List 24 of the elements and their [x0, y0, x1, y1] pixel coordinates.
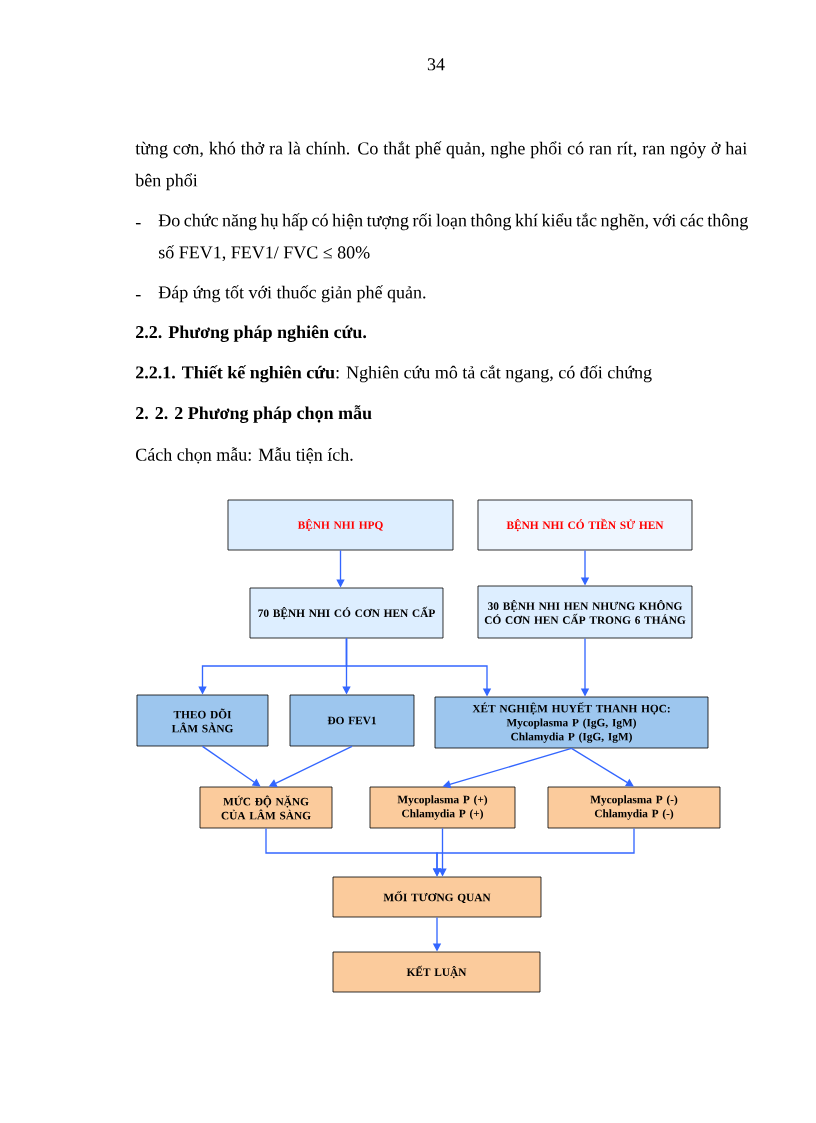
list-dash: -	[135, 223, 141, 225]
paragraph: từng cơn, khó thở ra là chính. Co thắt phế quản, nghe phổi có ran rít, ran ngỏy ở hai bên phổi	[135, 141, 747, 191]
process-box: XÉT NGHIỆM HUYẾT THANH HỌC: Mycoplasma P (IgG, IgM) Chlamydia P (IgG, IgM)	[434, 696, 709, 749]
arrow	[201, 745, 261, 787]
subsection-heading: 2.2.1. Thiết kế nghiên cứu: Nghiên cứu mô tả cắt ngang, có đối chứng	[136, 365, 652, 383]
process-box: 70 BỆNH NHI CÓ CƠN HEN CẤP	[249, 587, 444, 639]
result-box: KẾT LUẬN	[332, 951, 541, 993]
paragraph: Cách chọn mẫu: Mẫu tiện ích.	[136, 447, 353, 464]
list-item: Đo chức năng hụ hấp có hiện tượng rối loạn thông khí kiểu tắc nghẽn, với các thông số FEV1, FEV1/ FVC ≤ 80%	[158, 213, 748, 262]
page-number: 34	[427, 58, 445, 71]
subsection-heading: 2. 2. 2 Phương pháp chọn mẫu	[136, 405, 372, 423]
result-box: Mycoplasma P (-) Chlamydia P (-)	[547, 786, 721, 829]
section-heading: 2.2. Phương pháp nghiên cứu.	[136, 325, 367, 342]
list-item: Đáp ứng tốt với thuốc giản phế quản.	[158, 285, 426, 303]
arrow	[570, 747, 634, 787]
process-box: BỆNH NHI HPQ	[227, 499, 454, 551]
process-box: ĐO FEV1	[289, 694, 415, 747]
result-box: Mycoplasma P (+) Chlamydia P (+)	[369, 786, 516, 829]
process-box: 30 BỆNH NHI HEN NHƯNG KHÔNG CÓ CƠN HEN CẤP TRONG 6 THÁNG	[477, 585, 693, 639]
result-box: MỐI TƯƠNG QUAN	[332, 876, 542, 918]
process-box: THEO DÕI LÂM SÀNG	[136, 694, 269, 747]
process-box: BỆNH NHI CÓ TIỀN SỬ HEN	[477, 499, 693, 551]
result-box: MỨC ĐỘ NẶNG CỦA LÂM SÀNG	[199, 786, 333, 829]
list-dash: -	[135, 295, 141, 297]
